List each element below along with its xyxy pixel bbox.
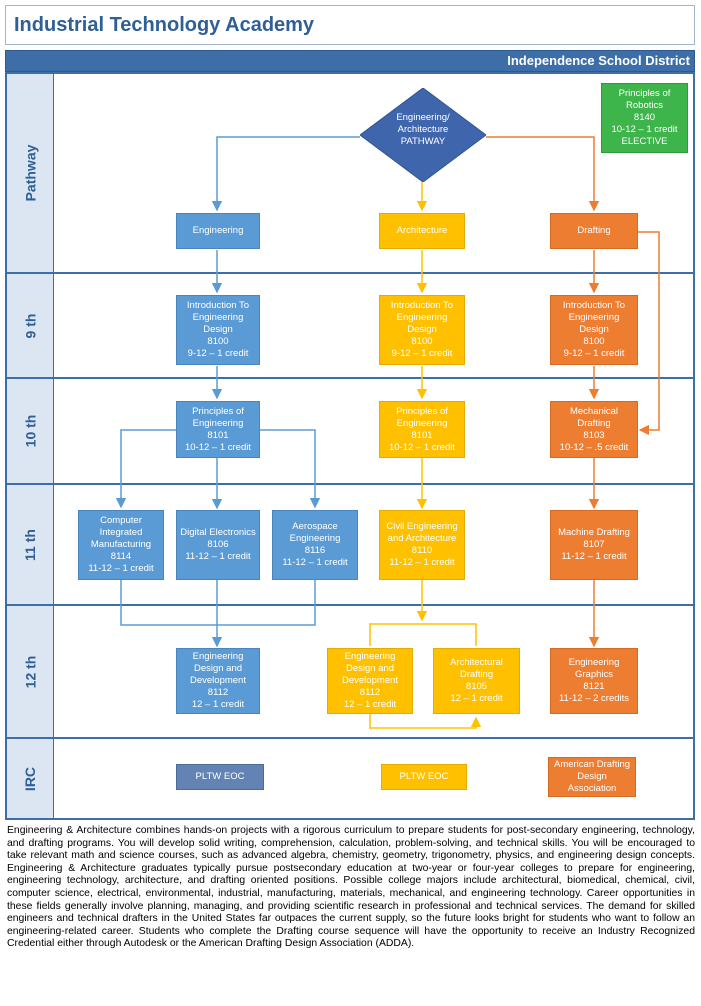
district-name: Independence School District (507, 53, 690, 68)
track-engineering: Engineering (176, 213, 260, 249)
arrow-to-engineering (211, 136, 360, 212)
connector-arch-12-top (369, 623, 477, 646)
page-title: Industrial Technology Academy (14, 14, 315, 36)
side-band-12th (7, 606, 53, 737)
pathway-diamond (360, 88, 486, 182)
row-divider (5, 604, 695, 606)
connector-eng-11-merge (120, 580, 316, 626)
program-description: Engineering & Architecture combines hand… (7, 825, 695, 950)
row-divider (5, 737, 695, 739)
track-architecture: Architecture (379, 213, 465, 249)
side-band-9th (7, 274, 53, 377)
arrow-to-drafting (486, 136, 600, 212)
row-divider (5, 377, 695, 379)
arrow-drafting-to-mechanical (638, 231, 660, 436)
side-divider (53, 74, 54, 818)
side-band-irc (7, 739, 53, 818)
side-band-pathway (7, 74, 53, 272)
row-divider (5, 272, 695, 274)
row-divider (5, 483, 695, 485)
side-band-10th (7, 379, 53, 483)
irc-eng-pltw: PLTW EOC (176, 764, 264, 790)
track-drafting: Drafting (550, 213, 638, 249)
side-band-11th (7, 485, 53, 604)
arrow-eng-11-cim (115, 429, 178, 509)
connector-arch-12-bottom (369, 714, 482, 729)
arrow-eng-11-aero (257, 429, 321, 509)
title-bar: Industrial Technology Academy (5, 5, 695, 45)
district-bar: Independence School District (5, 50, 695, 72)
irc-arch-pltw: PLTW EOC (381, 764, 467, 790)
pathway-diamond-label: Engineering/ Architecture PATHWAY (396, 112, 450, 147)
